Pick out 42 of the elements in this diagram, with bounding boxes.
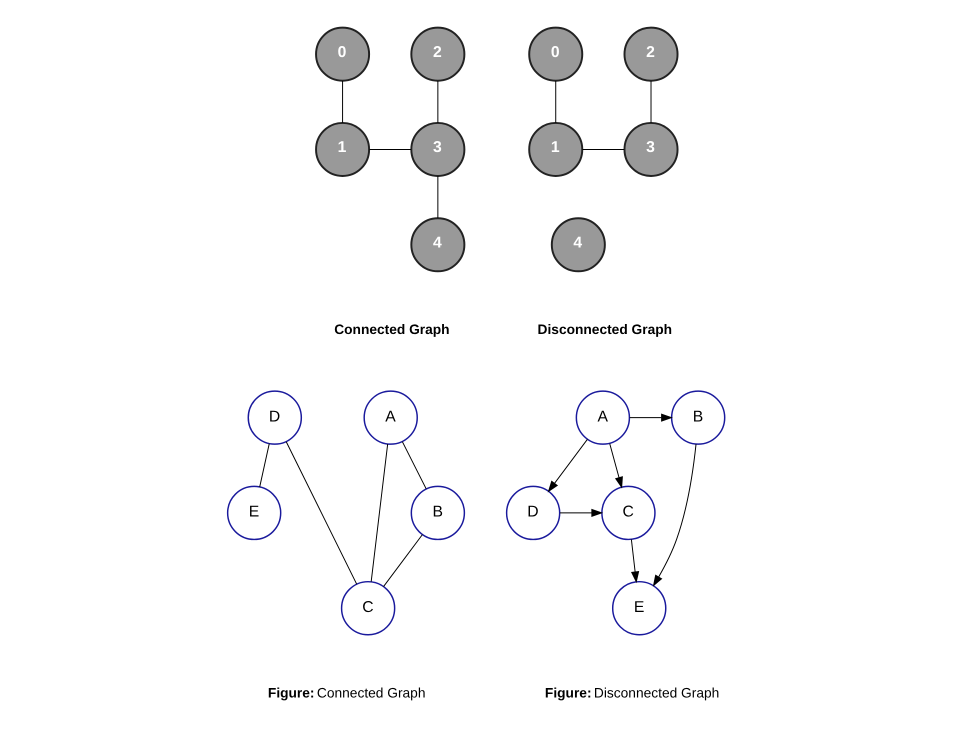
connector: [342, 80, 343, 124]
label: Connected Graph: [334, 322, 450, 337]
node-circle: E: [226, 486, 281, 540]
connector: [582, 148, 624, 150]
node-circle: 0: [314, 26, 370, 82]
arrow: [608, 443, 622, 489]
node-circle: 2: [410, 26, 465, 82]
connector: [285, 441, 357, 585]
node-circle: D: [247, 390, 302, 445]
arrow: [628, 414, 672, 422]
node-circle: 4: [410, 217, 465, 272]
connector: [382, 534, 422, 588]
label: Figure: Disconnected Graph: [544, 685, 719, 700]
node-circle: C: [340, 580, 395, 636]
connector: [436, 80, 438, 124]
connector: [368, 148, 412, 150]
node-circle: D: [505, 486, 560, 540]
node-circle: B: [410, 486, 465, 540]
node-circle: A: [362, 390, 418, 445]
arrow: [547, 438, 588, 492]
label: Figure: Connected Graph: [267, 685, 425, 700]
node-circle: C: [600, 486, 656, 540]
connector: [370, 444, 388, 582]
arrow: [630, 538, 639, 584]
connector: [554, 80, 556, 124]
node-circle: E: [611, 580, 666, 636]
connector: [258, 443, 270, 488]
connector: [401, 441, 426, 490]
node-circle: 0: [528, 26, 583, 82]
arrow: [558, 508, 603, 518]
arrow: [652, 444, 696, 587]
connector: [436, 176, 438, 219]
node-circle: 1: [528, 122, 583, 177]
node-circle: B: [670, 390, 725, 445]
node-circle: 3: [410, 122, 465, 177]
node-circle: 4: [550, 217, 606, 272]
node-circle: 3: [623, 122, 678, 177]
node-circle: A: [575, 390, 630, 445]
connector: [650, 80, 651, 124]
label: Disconnected Graph: [537, 322, 672, 337]
node-circle: 1: [314, 122, 370, 177]
node-circle: 2: [623, 26, 678, 82]
